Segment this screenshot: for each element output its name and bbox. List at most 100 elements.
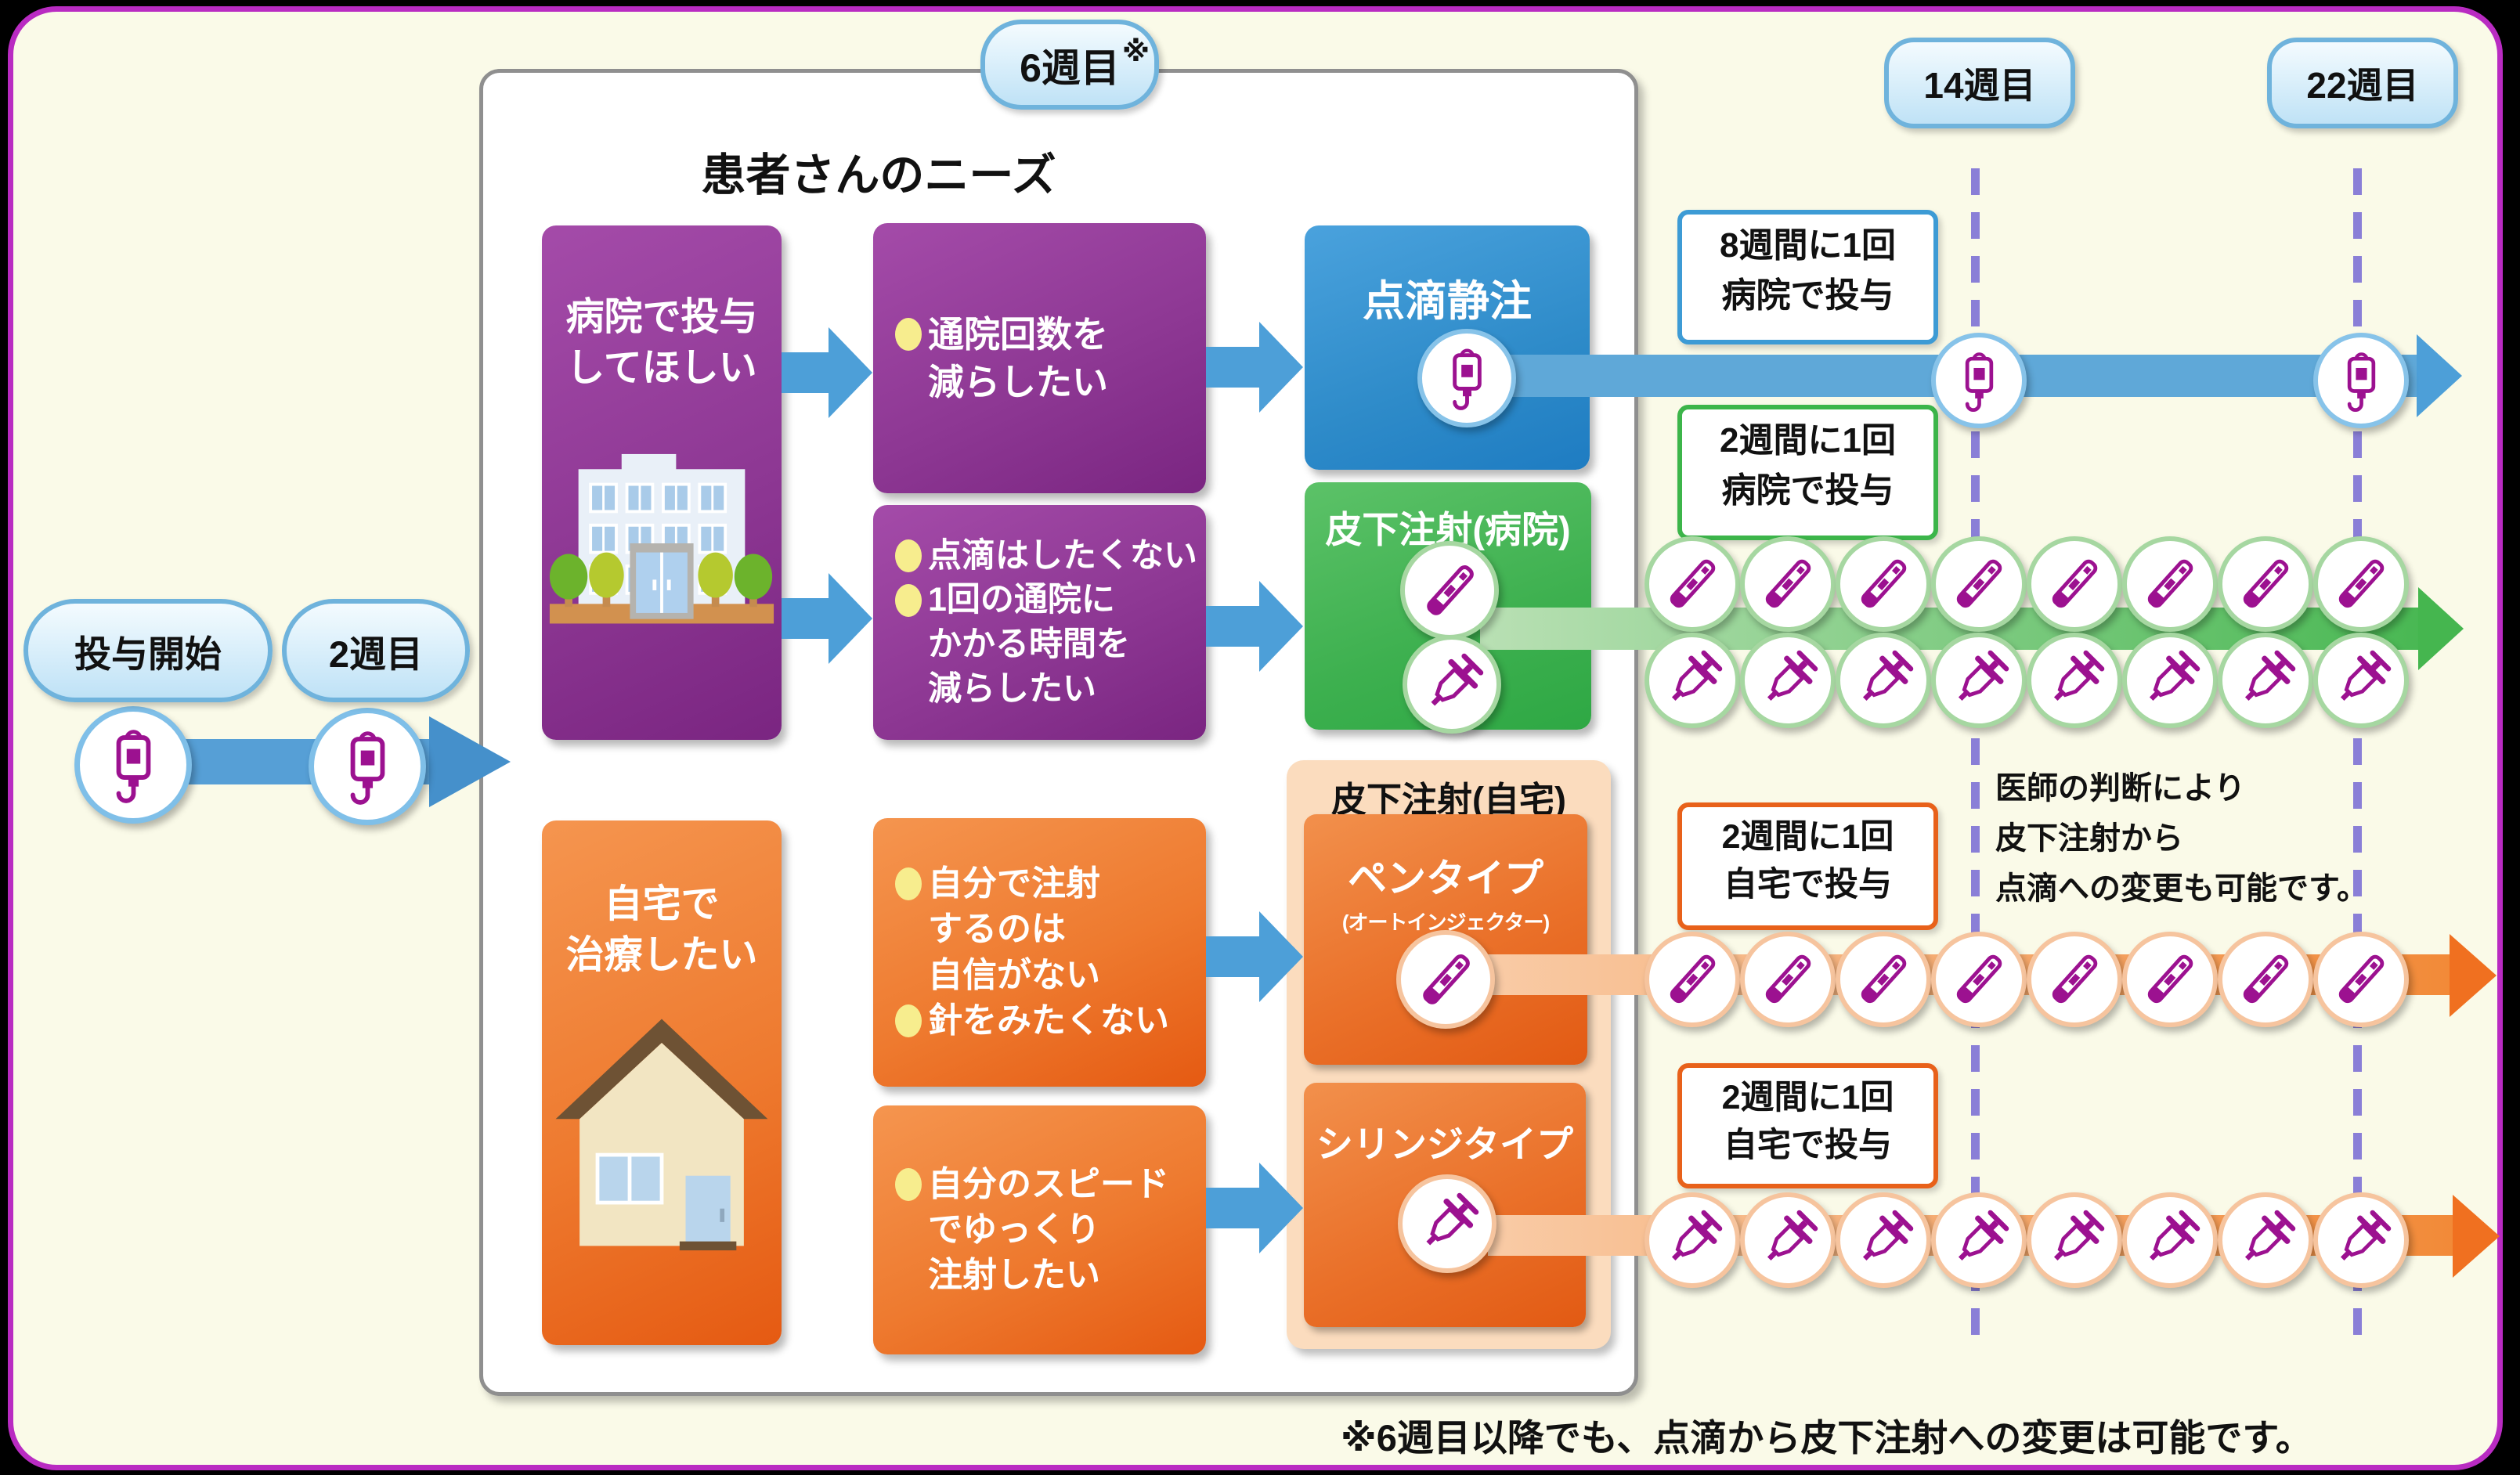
- bullet-spacer: [895, 673, 922, 705]
- frequency-syringe-home-line1: 2週間に1回: [1721, 1079, 1894, 1116]
- week6-asterisk-mark: ※: [1122, 35, 1150, 67]
- arrowhead-confidence-to-pen: [1259, 911, 1303, 1002]
- need-box-confidence: 自分で注射するのは自信がない針をみたくない: [873, 818, 1206, 1087]
- frequency-label-iv: 8週間に1回 病院で投与: [1677, 210, 1938, 344]
- syringe-home-option-icon: [1398, 1174, 1496, 1273]
- syringe-home-dose-8-icon: [2313, 1192, 2409, 1288]
- iv-icon: [339, 727, 396, 806]
- pen-home-dose-3-icon: [1836, 932, 1931, 1027]
- need-box-speed: 自分のスピードでゆっくり注射したい: [873, 1105, 1206, 1354]
- syringe-hospital-dose-7-icon: [2218, 633, 2313, 728]
- arrowhead-hospital-to-nodrip: [829, 573, 872, 664]
- need-line-text: 病院で投与: [565, 296, 758, 338]
- bullet-icon: [895, 867, 922, 901]
- need-line-text: するのは: [928, 910, 1066, 949]
- timeline-pen-home-arrowhead: [2450, 934, 2497, 1017]
- need-box-hospital: 病院で投与してほしい: [542, 225, 782, 740]
- pen-icon: [1948, 553, 2010, 615]
- pen-home-option-icon: [1396, 930, 1495, 1029]
- frequency-pen-home-line2: 自宅で投与: [1724, 866, 1892, 904]
- doctor-note-line1: 医師の判断により: [1995, 771, 2246, 806]
- iv-icon: [1443, 344, 1491, 412]
- pen-home-dose-4-icon: [1931, 932, 2027, 1027]
- syringe-home-dose-4-icon: [1931, 1192, 2027, 1288]
- bullet-icon: [895, 583, 922, 617]
- bullet-spacer: [895, 1214, 922, 1246]
- syringe-home-dose-5-icon: [2027, 1192, 2122, 1288]
- need-line-text: 減らしたい: [928, 669, 1096, 708]
- need-confidence-text: 自分で注射するのは自信がない針をみたくない: [873, 861, 1169, 1043]
- syringe-home-dose-3-icon: [1836, 1192, 1931, 1288]
- arrow-nodrip-to-sc: [1206, 606, 1259, 647]
- syringe-hospital-dose-8-icon: [2313, 633, 2409, 728]
- need-box-fewer-visits: 通院回数を減らしたい: [873, 223, 1206, 493]
- need-line-text: 1回の通院に: [928, 581, 1115, 619]
- bullet-spacer: [895, 366, 922, 399]
- need-line-text: してほしい: [566, 346, 757, 389]
- iv-icon: [105, 725, 162, 805]
- pen-hospital-option-icon: [1400, 541, 1499, 640]
- syringe-icon: [2043, 1209, 2106, 1271]
- arrow-hospital-to-visits: [782, 352, 829, 393]
- syringe-hospital-dose-1-icon: [1644, 633, 1740, 728]
- need-line-text: 通院回数を: [928, 313, 1108, 355]
- stage-start-label: 投与開始: [74, 633, 222, 675]
- syringe-icon: [2139, 649, 2201, 712]
- needs-panel-title: 患者さんのニーズ: [701, 150, 1056, 200]
- start-arrowhead: [429, 716, 511, 807]
- option-syringe-title: シリンジタイプ: [1316, 1123, 1574, 1165]
- need-home-text: 自宅で治療したい: [542, 820, 782, 980]
- syringe-icon: [2330, 649, 2392, 712]
- bullet-spacer: [895, 1259, 922, 1292]
- pen-hospital-dose-6-icon: [2122, 536, 2218, 632]
- syringe-icon: [2330, 1209, 2392, 1271]
- pen-icon: [2139, 553, 2201, 615]
- arrowhead-hospital-to-visits: [829, 327, 872, 418]
- doctor-judgement-note: 医師の判断により 皮下注射から 点滴への変更も可能です。: [1995, 763, 2481, 914]
- syringe-icon: [2234, 1209, 2297, 1271]
- pen-icon: [1852, 553, 1915, 615]
- frequency-label-pen-home: 2週間に1回 自宅で投与: [1677, 802, 1938, 930]
- syringe-hospital-dose-2-icon: [1740, 633, 1836, 728]
- start-dose-2-icon: [309, 708, 426, 825]
- doctor-note-line2: 皮下注射から: [1995, 821, 2183, 856]
- frequency-sc-hospital-line1: 2週間に1回: [1720, 421, 1896, 460]
- option-sc-home-title: 皮下注射(自宅): [1331, 780, 1566, 820]
- pen-icon: [1852, 948, 1915, 1011]
- frequency-label-sc-hospital: 2週間に1回 病院で投与: [1677, 405, 1938, 540]
- pen-home-dose-5-icon: [2027, 932, 2122, 1027]
- bullet-icon: [895, 539, 922, 572]
- syringe-home-dose-1-icon: [1644, 1192, 1740, 1288]
- pen-icon: [1417, 558, 1482, 623]
- option-iv-title: 点滴静注: [1363, 278, 1532, 325]
- pen-icon: [2330, 553, 2392, 615]
- need-line-text: 針をみたくない: [928, 1001, 1169, 1040]
- syringe-hospital-dose-4-icon: [1931, 633, 2027, 728]
- doctor-note-line3: 点滴への変更も可能です。: [1995, 871, 2368, 906]
- pen-icon: [2139, 948, 2201, 1011]
- need-line-text: 自分で注射: [928, 864, 1100, 903]
- pen-icon: [2234, 553, 2297, 615]
- syringe-icon: [1661, 649, 1724, 712]
- stage-week6-badge: 6週目 ※: [980, 20, 1159, 110]
- stage-week22-label: 22週目: [2306, 65, 2419, 106]
- frequency-label-syringe-home: 2週間に1回 自宅で投与: [1677, 1063, 1938, 1188]
- syringe-icon: [1852, 649, 1915, 712]
- need-line-text: でゆっくり: [928, 1210, 1100, 1249]
- week14-dashed-line: [1971, 168, 1980, 1335]
- pen-icon: [1661, 553, 1724, 615]
- frequency-iv-line2: 病院で投与: [1721, 276, 1894, 315]
- bullet-icon: [895, 1167, 922, 1201]
- arrow-confidence-to-pen: [1206, 936, 1259, 977]
- bullet-spacer: [895, 959, 922, 992]
- timeline-syringe-home-arrowhead: [2453, 1195, 2500, 1278]
- pen-home-dose-8-icon: [2313, 932, 2409, 1027]
- pen-icon: [1661, 948, 1724, 1011]
- need-line-text: 治療したい: [565, 933, 758, 976]
- stage-week6-label: 6週目: [1020, 45, 1120, 90]
- start-dose-1-icon: [74, 706, 192, 824]
- frequency-syringe-home-line2: 自宅で投与: [1724, 1127, 1892, 1165]
- pen-hospital-dose-3-icon: [1836, 536, 1931, 632]
- syringe-home-dose-7-icon: [2218, 1192, 2313, 1288]
